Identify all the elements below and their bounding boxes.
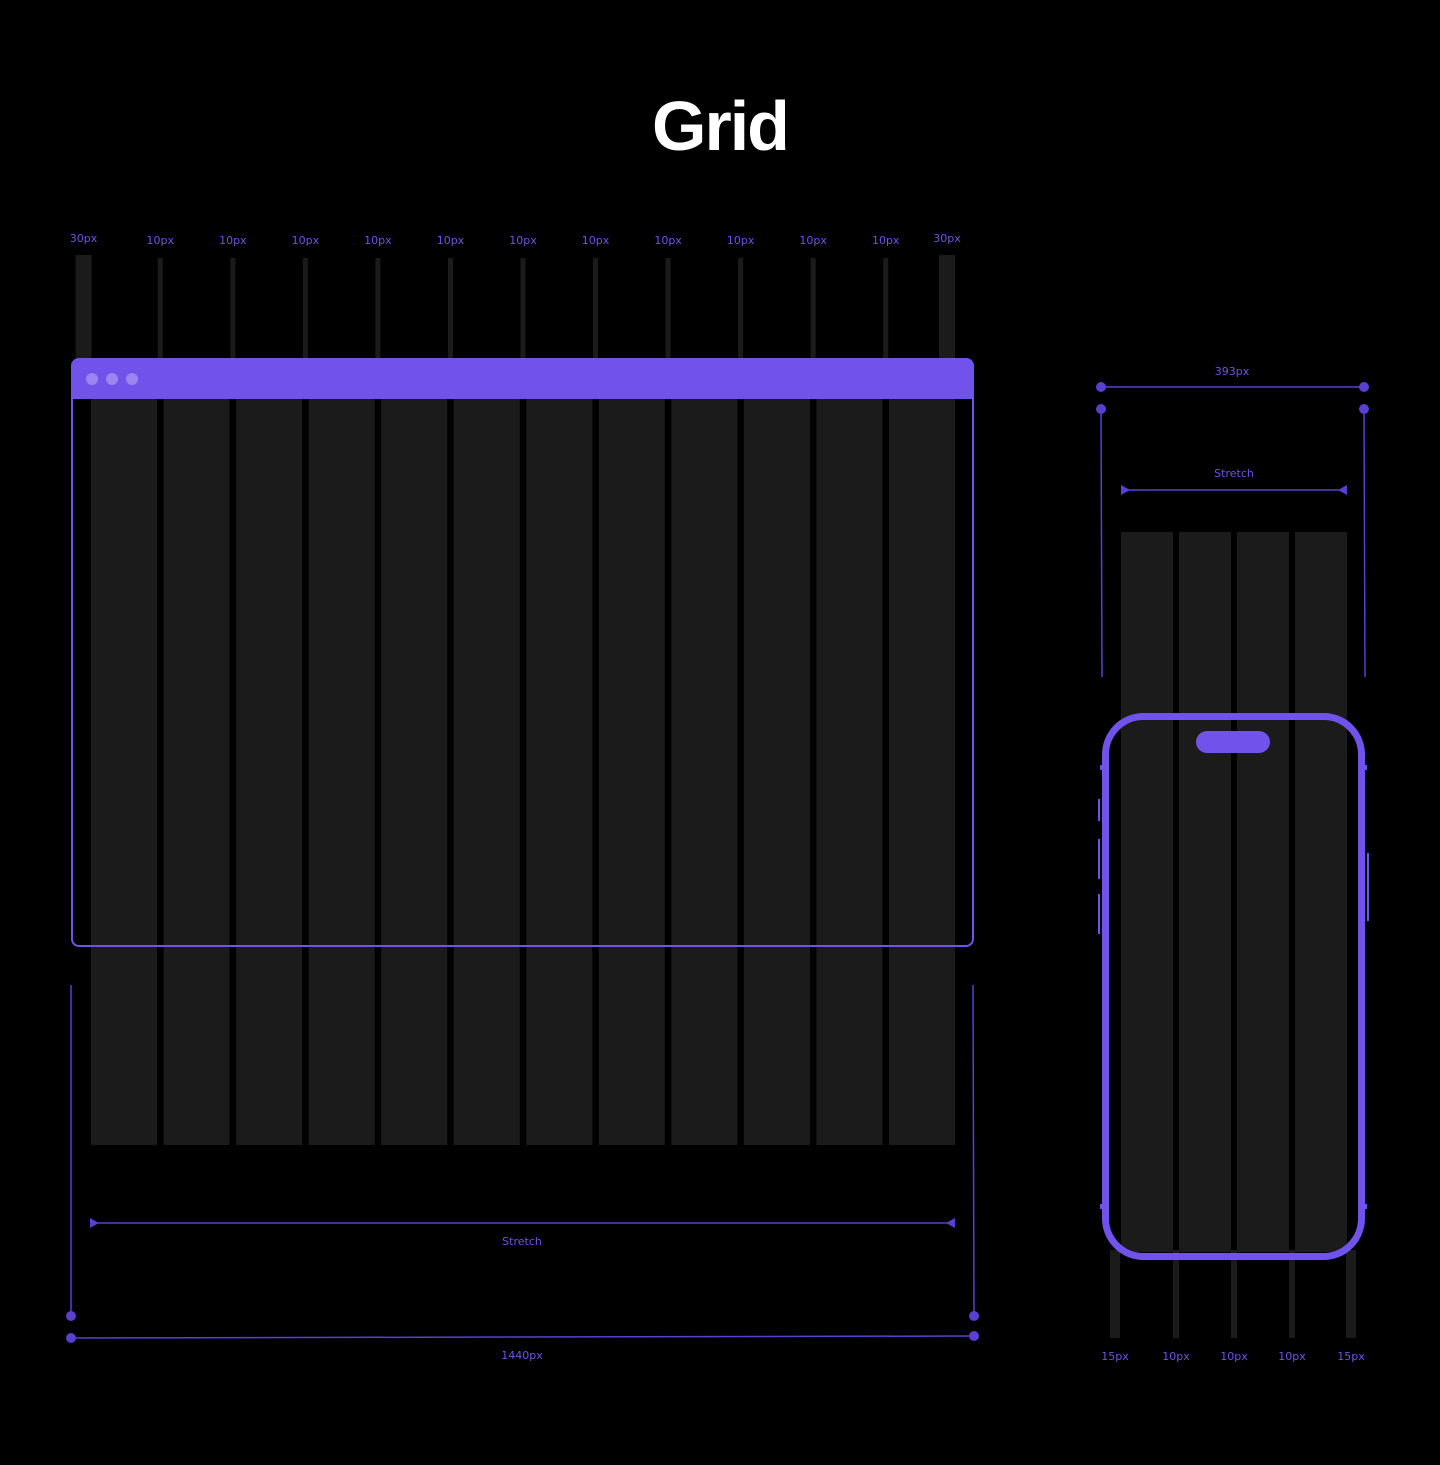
- grid-column: [1179, 532, 1231, 1252]
- gutter-label: 10px: [509, 234, 537, 247]
- gutter-label: 10px: [582, 234, 610, 247]
- desktop-stretch-measure: [90, 1218, 955, 1228]
- gutter-marker: [883, 258, 889, 358]
- gutter-label: 10px: [654, 234, 682, 247]
- mobile-width-label: 393px: [1215, 365, 1250, 378]
- grid-column: [236, 399, 303, 1145]
- browser-window: [71, 358, 974, 947]
- desktop-width-label: 1440px: [501, 1349, 543, 1362]
- gutter-marker: [1173, 1250, 1179, 1338]
- phone-outline: [1102, 713, 1365, 1260]
- gutter-marker: [520, 258, 526, 358]
- gutter-marker: [230, 258, 236, 358]
- gutter-label: 10px: [727, 234, 755, 247]
- grid-column: [743, 399, 810, 1145]
- gutter-label: 15px: [1337, 1350, 1365, 1363]
- browser-frame: [71, 358, 974, 947]
- gutter-label: 30px: [70, 232, 98, 245]
- mobile-stretch-label: Stretch: [1214, 467, 1254, 480]
- gutter-label: 10px: [292, 234, 320, 247]
- arrow-right-icon: [90, 1218, 99, 1228]
- gutter-marker: [1289, 1250, 1295, 1338]
- grid-column: [381, 399, 448, 1145]
- gutter-label: 10px: [147, 234, 175, 247]
- window-dot-icon: [86, 373, 98, 385]
- gutter-label: 10px: [1220, 1350, 1248, 1363]
- gutter-label: 10px: [1162, 1350, 1190, 1363]
- gutter-label: 30px: [933, 232, 961, 245]
- desktop-stretch-label: Stretch: [502, 1235, 542, 1248]
- grid-column: [1121, 532, 1173, 1252]
- arrow-left-icon: [946, 1218, 955, 1228]
- phone-frame: [1098, 713, 1369, 1260]
- gutter-marker: [738, 258, 744, 358]
- gutter-marker: [810, 258, 816, 358]
- gutter-label: 10px: [1278, 1350, 1306, 1363]
- grid-column: [888, 399, 955, 1145]
- gutter-marker: [375, 258, 381, 358]
- gutter-marker: [593, 258, 599, 358]
- arrow-left-icon: [1338, 485, 1347, 495]
- desktop-columns: [91, 399, 955, 1145]
- arrow-right-icon: [1121, 485, 1130, 495]
- grid-column: [598, 399, 665, 1145]
- grid-column: [1237, 532, 1289, 1252]
- grid-column: [453, 399, 520, 1145]
- grid-column: [91, 399, 158, 1145]
- gutter-label: 10px: [219, 234, 247, 247]
- mobile-width-measure: [1096, 382, 1369, 678]
- desktop-width-measure: [66, 984, 979, 1343]
- mobile-columns: [1121, 532, 1347, 1252]
- desktop-gutter-labels: 30px 10px 10px 10px 10px 10px 10px 10px 10px 10px…: [70, 232, 961, 247]
- gutter-label: 15px: [1101, 1350, 1129, 1363]
- mobile-gutter-markers: [1110, 1250, 1356, 1338]
- grid-column: [163, 399, 230, 1145]
- window-dot-icon: [126, 373, 138, 385]
- phone-side-buttons: [1098, 765, 1369, 1209]
- gutter-marker: [1231, 1250, 1237, 1338]
- grid-column: [816, 399, 883, 1145]
- gutter-marker: [302, 258, 308, 358]
- grid-column: [1295, 532, 1347, 1252]
- gutter-label: 10px: [437, 234, 465, 247]
- gutter-label: 10px: [799, 234, 827, 247]
- grid-column: [526, 399, 593, 1145]
- grid-column: [308, 399, 375, 1145]
- gutter-marker: [75, 255, 92, 358]
- gutter-marker: [447, 258, 453, 358]
- gutter-marker: [939, 255, 955, 358]
- gutter-marker: [1110, 1250, 1120, 1338]
- gutter-marker: [665, 258, 671, 358]
- mobile-gutter-labels: 15px 10px 10px 10px 15px: [1101, 1350, 1365, 1363]
- gutter-label: 10px: [872, 234, 900, 247]
- window-dot-icon: [106, 373, 118, 385]
- gutter-marker: [157, 258, 163, 358]
- page-title: Grid: [652, 87, 788, 165]
- desktop-gutter-markers: [75, 255, 955, 358]
- browser-titlebar: [71, 358, 974, 399]
- gutter-label: 10px: [364, 234, 392, 247]
- grid-column: [671, 399, 738, 1145]
- gutter-marker: [1346, 1250, 1356, 1338]
- dynamic-island: [1196, 731, 1270, 753]
